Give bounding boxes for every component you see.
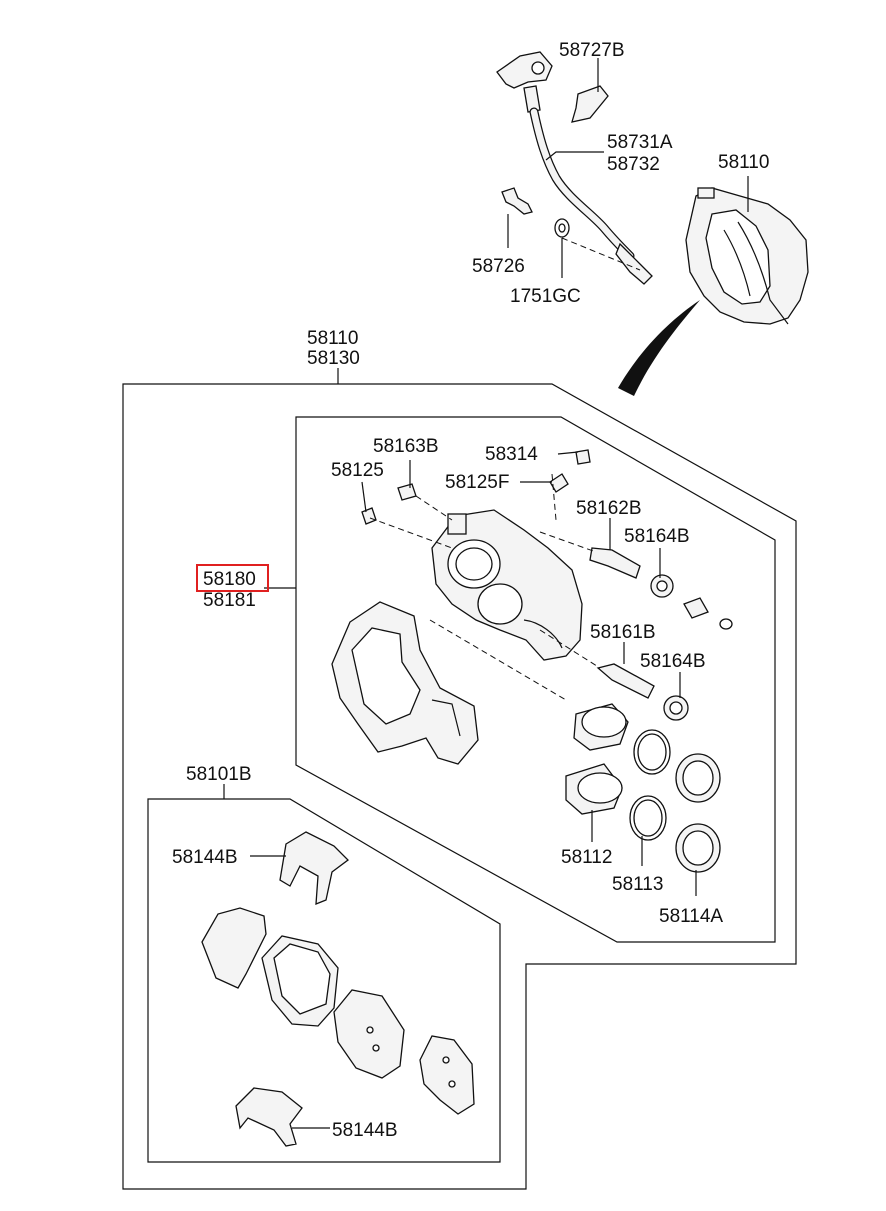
caliper-housing [431, 509, 583, 661]
label-58130[interactable]: 58130 [307, 348, 360, 369]
part-labels: 58727B 58731A 58732 58110 58726 1751GC 5… [172, 40, 769, 1141]
sleeve [683, 597, 709, 619]
pad-kit-frame [147, 798, 501, 1163]
caliper-assembly-frame [122, 383, 797, 1190]
brake-pad-outer [261, 935, 339, 1027]
label-58114A[interactable]: 58114A [659, 906, 723, 927]
label-58164B-upper[interactable]: 58164B [624, 526, 690, 547]
washer [554, 218, 570, 238]
label-58181[interactable]: 58181 [203, 590, 256, 611]
piston-seal-upper [633, 729, 671, 775]
caliper-bracket [331, 601, 479, 765]
highlight-box [196, 564, 269, 592]
pad-clip-upper [279, 831, 349, 905]
label-58110[interactable]: 58110 [307, 328, 358, 349]
piston-lower [565, 763, 623, 815]
label-58113[interactable]: 58113 [612, 874, 663, 895]
label-58727B[interactable]: 58727B [559, 40, 625, 61]
label-58726[interactable]: 58726 [472, 256, 525, 277]
guide-pin-upper [589, 547, 641, 579]
pad-clip-lower [235, 1087, 303, 1147]
label-58110-top[interactable]: 58110 [718, 152, 769, 173]
guide-pin-boot-lower [663, 695, 689, 721]
guide-pin-boot-upper [650, 574, 674, 598]
piston-seal-lower [629, 795, 667, 841]
assembly-lines [369, 237, 641, 701]
label-58732[interactable]: 58732 [607, 154, 660, 175]
leader-lines [223, 58, 749, 1129]
bleeder-bolt [501, 187, 533, 215]
brake-hose-assembly [496, 51, 653, 285]
anti-squeal-shim [201, 907, 267, 989]
label-58162B[interactable]: 58162B [576, 498, 642, 519]
label-58164B-lower[interactable]: 58164B [640, 651, 706, 672]
label-58125F[interactable]: 58125F [445, 472, 509, 493]
small-cap [361, 507, 377, 525]
pointer-arrow [618, 300, 700, 396]
bushing [719, 618, 733, 630]
label-58144B-lower[interactable]: 58144B [332, 1120, 398, 1141]
caliper-subassembly-frame [295, 416, 776, 943]
label-58731A[interactable]: 58731A [607, 132, 673, 153]
piston-upper [573, 703, 629, 751]
pad-shim-inner [419, 1035, 475, 1115]
label-58101B[interactable]: 58101B [186, 764, 252, 785]
caliper-assembled-view [685, 187, 809, 325]
hose-clip [571, 85, 609, 123]
label-58180[interactable]: 58180 [203, 569, 256, 590]
label-58163B[interactable]: 58163B [373, 436, 439, 457]
label-58144B-upper[interactable]: 58144B [172, 847, 238, 868]
label-58125[interactable]: 58125 [331, 460, 384, 481]
guide-pin-lower [596, 663, 655, 699]
label-58112[interactable]: 58112 [561, 847, 612, 868]
bleeder-screw [549, 473, 569, 493]
brake-pad-inner [333, 989, 405, 1079]
label-58161B[interactable]: 58161B [590, 622, 656, 643]
piston-boot-upper [675, 753, 721, 803]
piston-boot-lower [675, 823, 721, 873]
dust-cap [575, 449, 591, 465]
label-1751GC[interactable]: 1751GC [510, 286, 581, 307]
guide-pin-bolt [397, 483, 417, 501]
label-58314[interactable]: 58314 [485, 444, 538, 465]
